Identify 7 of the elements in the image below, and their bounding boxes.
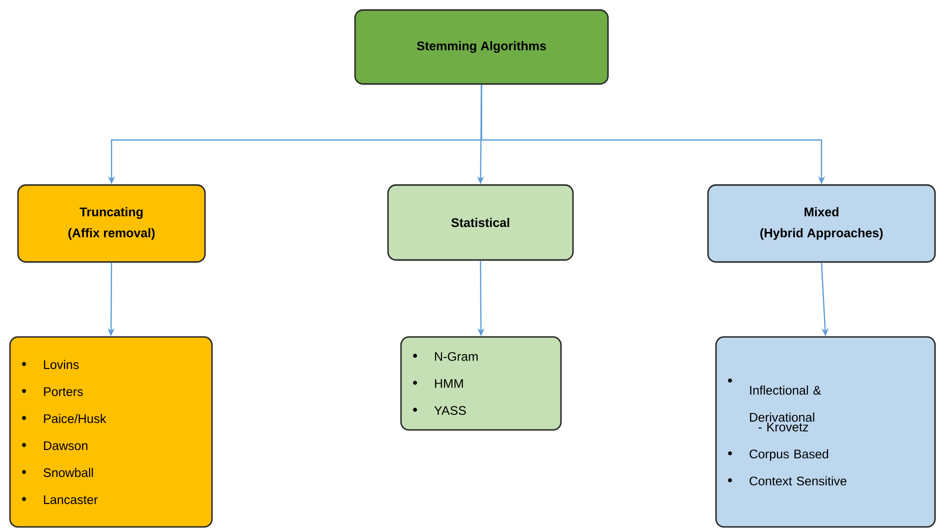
category-box: Truncating (Affix removal)	[17, 184, 206, 263]
list-box: Lovins Porters Paice/Husk Dawson Snowball Lancaster	[9, 336, 213, 528]
category-box: Statistical	[387, 184, 574, 261]
list-box: Inflectional & Derivational - Krovetz Corpus Based Context Sensitive	[715, 336, 936, 528]
category-box: Stemming Algorithms	[354, 9, 609, 85]
category-box: Mixed (Hybrid Approaches)	[707, 184, 936, 263]
list-box: N-Gram HMM YASS	[400, 336, 562, 431]
